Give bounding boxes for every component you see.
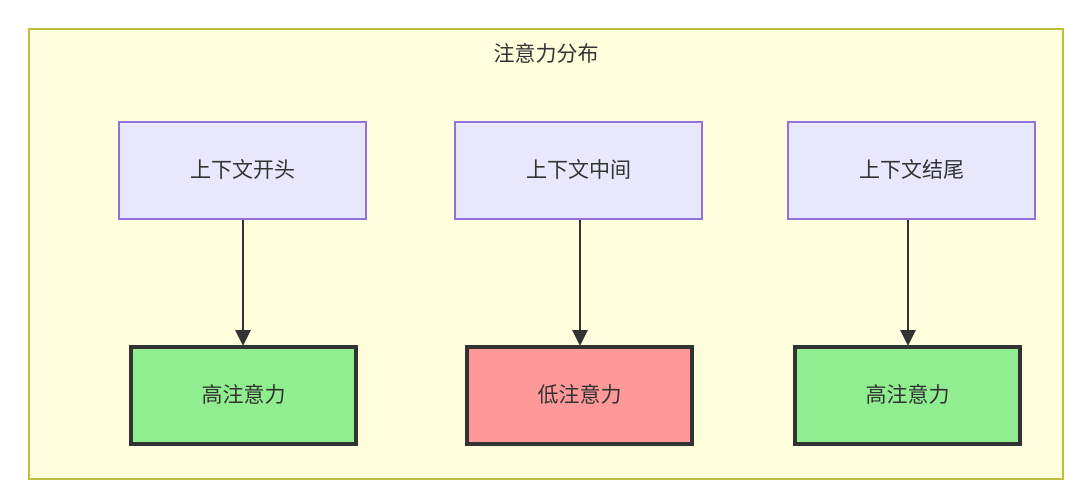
node-high-attention-start[interactable]: 高注意力	[129, 345, 358, 446]
node-low-attention-middle[interactable]: 低注意力	[465, 345, 694, 446]
node-context-start[interactable]: 上下文开头	[118, 121, 367, 220]
arrowhead-icon	[900, 330, 916, 346]
edge-context-middle-to-attention	[571, 220, 589, 346]
diagram-title: 注意力分布	[493, 43, 599, 66]
attention-distribution-group: 注意力分布 上下文开头 高注意力 上下文中间 低注意力	[28, 28, 1064, 480]
node-context-end[interactable]: 上下文结尾	[787, 121, 1036, 220]
node-context-middle[interactable]: 上下文中间	[454, 121, 703, 220]
arrowhead-icon	[235, 330, 251, 346]
edge-context-end-to-attention	[899, 220, 917, 346]
node-high-attention-end[interactable]: 高注意力	[793, 345, 1022, 446]
arrowhead-icon	[572, 330, 588, 346]
edge-context-start-to-attention	[234, 220, 252, 346]
